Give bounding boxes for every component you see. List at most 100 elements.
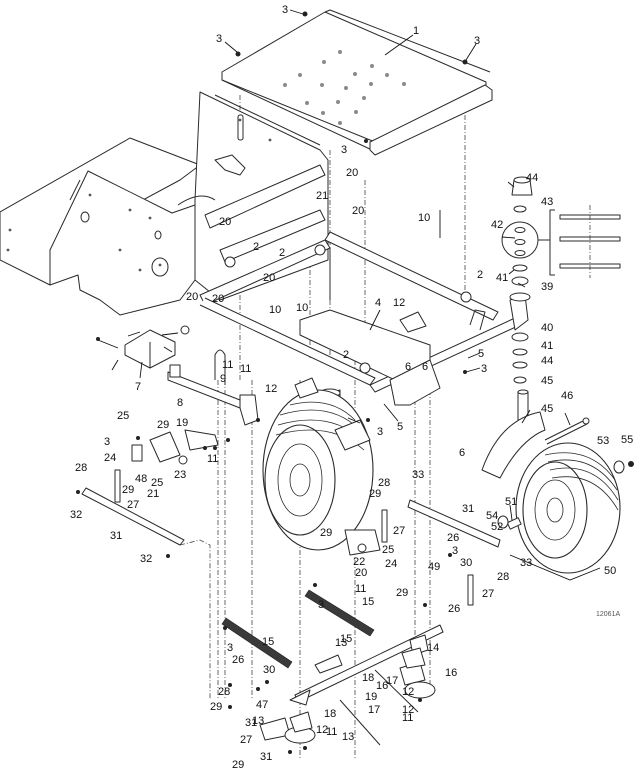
callout: 20 — [186, 291, 198, 303]
callout: 23 — [174, 469, 186, 481]
callout: 42 — [491, 219, 503, 231]
hardware-nuts — [96, 11, 472, 754]
callout: 20 — [212, 293, 224, 305]
callout: 29 — [320, 527, 332, 539]
callout: 10 — [418, 212, 430, 224]
callout: 15 — [340, 633, 352, 645]
callout: 2 — [279, 247, 285, 259]
left-linkage — [76, 429, 219, 558]
callout: 13 — [335, 637, 347, 649]
callout: 11 — [402, 712, 413, 724]
callout: 54 — [486, 510, 498, 522]
callout: 18 — [362, 672, 374, 684]
callout: 13 — [342, 731, 354, 743]
callout: 3 — [481, 363, 487, 375]
callout: 30 — [460, 557, 472, 569]
callout: 52 — [491, 521, 503, 533]
callout: 20 — [346, 167, 358, 179]
hitch-assembly — [124, 325, 260, 426]
callout: 26 — [447, 532, 459, 544]
callout: 18 — [324, 708, 336, 720]
callout: 16 — [376, 680, 388, 692]
callout: 12 — [393, 297, 405, 309]
callout: 29 — [157, 419, 169, 431]
callout: 26 — [448, 603, 460, 615]
callout: 14 — [427, 642, 439, 654]
callout: 26 — [232, 654, 244, 666]
callout: 11 — [207, 453, 218, 465]
callout: 25 — [151, 477, 163, 489]
callout: 4 — [375, 297, 381, 309]
callout: 45 — [541, 375, 553, 387]
callout: 24 — [385, 558, 397, 570]
callout: 12 — [265, 383, 277, 395]
callout: 12 — [316, 724, 328, 736]
callout: 29 — [232, 759, 244, 768]
callout: 33 — [412, 469, 424, 481]
callout: 2 — [343, 349, 349, 361]
callout: 3 — [318, 599, 324, 611]
callout: 44 — [541, 355, 553, 367]
callout: 33 — [520, 557, 532, 569]
callout: 49 — [428, 561, 440, 573]
callout: 3 — [104, 436, 110, 448]
callout: 6 — [459, 447, 465, 459]
callout: 32 — [140, 553, 152, 565]
callout: 28 — [378, 477, 390, 489]
callout: 29 — [210, 701, 222, 713]
caster-bearing-stack — [501, 176, 621, 384]
callout: 9 — [220, 373, 226, 385]
callout: 12 — [402, 704, 414, 716]
callout-labels: 3 3 3 1 3 20 20 20 20 20 20 21 2 2 2 2 1… — [70, 4, 633, 768]
callout: 32 — [70, 509, 82, 521]
callout: 29 — [122, 484, 134, 496]
callout: 47 — [256, 699, 268, 711]
callout: 41 — [541, 340, 553, 352]
callout: 3 — [227, 642, 233, 654]
callout: 55 — [621, 434, 633, 446]
callout: 10 — [269, 304, 281, 316]
callout: 29 — [396, 587, 408, 599]
callout: 6 — [405, 361, 411, 373]
callout: 27 — [240, 734, 252, 746]
callout: 44 — [526, 172, 538, 184]
callout: 19 — [365, 691, 377, 703]
callout: 11 — [326, 726, 337, 738]
callout: 20 — [263, 272, 275, 284]
callout: 12 — [402, 686, 414, 698]
callout: 28 — [497, 571, 509, 583]
callout: 19 — [176, 417, 188, 429]
callout: 21 — [147, 488, 159, 500]
callout: 13 — [252, 715, 264, 727]
callout: 45 — [541, 403, 553, 415]
callout: 40 — [541, 322, 553, 334]
callout: 28 — [218, 686, 230, 698]
callout: 27 — [482, 588, 494, 600]
callout: 3 — [341, 144, 347, 156]
callout: 25 — [382, 544, 394, 556]
callout: 29 — [369, 488, 381, 500]
main-frame — [199, 164, 521, 406]
callout: 3 — [377, 426, 383, 438]
seat-plate — [221, 9, 493, 156]
callout: 46 — [561, 390, 573, 402]
callout: 15 — [262, 636, 274, 648]
callout: 5 — [478, 348, 484, 360]
callout: 39 — [541, 281, 553, 293]
callout: 7 — [135, 381, 141, 393]
callout: 10 — [296, 302, 308, 314]
callout: 16 — [445, 667, 457, 679]
callout: 51 — [505, 496, 517, 508]
callout: 25 — [117, 410, 129, 422]
callout: 11 — [240, 363, 251, 375]
callout: 31 — [245, 717, 257, 729]
callout: 8 — [177, 397, 183, 409]
callout: 43 — [541, 196, 553, 208]
right-caster-wheel — [515, 442, 621, 574]
leader-lines — [97, 9, 601, 581]
callout: 3 — [474, 35, 480, 47]
callout: 27 — [393, 525, 405, 537]
callout: 15 — [362, 596, 374, 608]
callout: 21 — [316, 190, 328, 202]
